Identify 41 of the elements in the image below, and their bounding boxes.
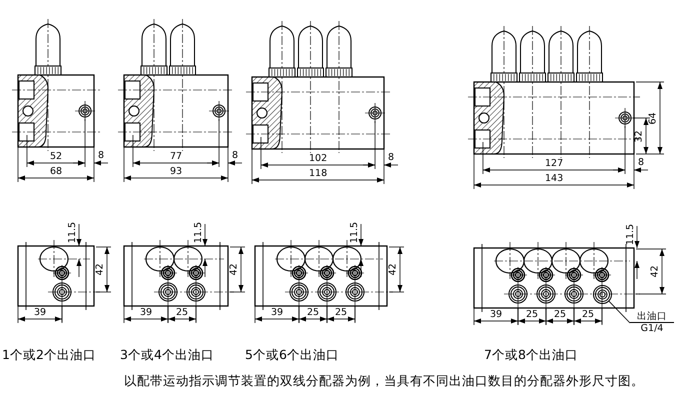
dimension-label: 77: [170, 150, 182, 162]
dimension-label: 42: [388, 263, 399, 276]
caption: 以配带运动指示调节装置的双线分配器为例，当具有不同出油口数目的分配器外形尺寸图。: [124, 373, 644, 388]
leader-line: [608, 300, 630, 324]
dimension-label: 118: [309, 168, 328, 178]
dimension-label: 8: [638, 156, 644, 168]
dimension-label: 8: [232, 150, 238, 160]
dimension-label: 42: [650, 265, 661, 278]
dimension-label: 11.5: [348, 221, 360, 243]
dimension-label: 32: [634, 130, 645, 142]
dimension-label: 39: [34, 306, 46, 318]
view-caption: 5个或6个出油口: [245, 347, 339, 362]
dimension-label: 8: [388, 152, 394, 162]
dimension-label: 39: [490, 308, 502, 320]
dimension-label: 64: [648, 112, 659, 124]
dimension-label: 39: [271, 306, 284, 318]
dimension-label: 42: [228, 263, 240, 276]
dimension-label: 25: [335, 306, 348, 318]
dimension-label: 93: [170, 166, 182, 176]
view-caption: 3个或4个出油口: [120, 347, 214, 362]
dimension-label: 25: [307, 306, 320, 318]
port-label: G1/4: [640, 323, 664, 334]
port-label: 出油口: [630, 311, 674, 323]
dimension-label: 42: [94, 263, 106, 276]
outlet-port: [592, 284, 612, 304]
dimension-label: 25: [526, 308, 538, 320]
dimension-label: 25: [582, 308, 594, 320]
dimension-label: 52: [50, 150, 62, 162]
dimension-label: 8: [98, 150, 104, 160]
dimension-label: 25: [176, 306, 188, 318]
dimension-label: 143: [545, 172, 564, 184]
view-caption: 1个或2个出油口: [2, 347, 96, 362]
dimension-label: 39: [140, 306, 152, 318]
dimension-label: 25: [554, 308, 566, 320]
dimension-label: 68: [50, 166, 62, 176]
dimension-label: 11.5: [192, 221, 204, 243]
dimension-label: 11.5: [624, 223, 636, 245]
dimension-label: 11.5: [66, 221, 78, 243]
dimension-label: 127: [545, 158, 564, 168]
dimension-label: 102: [309, 152, 328, 164]
view-caption: 7个或8个出油口: [484, 347, 578, 362]
